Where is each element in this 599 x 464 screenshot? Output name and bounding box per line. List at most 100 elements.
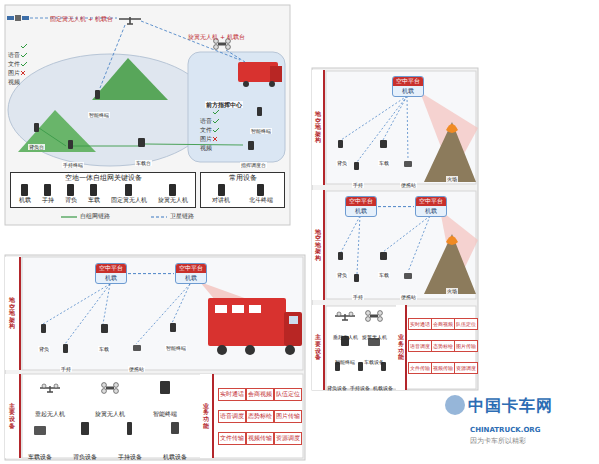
label-anchor: 旋翼无人机 — [95, 401, 125, 420]
label-anchor: 智能终端 — [88, 102, 110, 121]
network-scene-part — [188, 52, 285, 162]
panel-frame-part — [312, 68, 478, 390]
annotation-text: 手持设备 — [350, 385, 370, 391]
band-box: 主要设备 — [312, 305, 325, 390]
command-vehicle-scene-part — [40, 384, 60, 392]
label-anchor: 车载台 — [135, 150, 152, 169]
platform-device: 机载 — [393, 86, 423, 97]
command-vehicle-scene-part — [101, 324, 108, 333]
annotation-text: 车载台 — [135, 160, 152, 166]
annotation-text: 手持终端 — [62, 162, 84, 168]
equipment-item: 北斗终端 — [249, 184, 273, 203]
command-vehicle-scene-part — [232, 305, 244, 313]
annotation-text: 便携站 — [400, 182, 417, 188]
band-box: 业务功能 — [396, 305, 407, 390]
ground-air-scene-part — [338, 140, 343, 148]
annotation-text: 智能终端 — [165, 345, 187, 351]
function-label: 态势标绘 — [433, 343, 453, 349]
section-title: 地空地架构 — [315, 229, 321, 262]
platform-heading: 空中平台 — [96, 264, 126, 273]
ground-air-scene-part — [335, 312, 355, 320]
function-label: 会商视频 — [433, 321, 453, 327]
ground-air-scene-part — [380, 140, 387, 148]
annotation-text: 便携站 — [400, 294, 417, 300]
funcc-box: 实时通话 — [218, 388, 246, 401]
network-scene-part-part — [15, 15, 21, 21]
ground-air-scene-part — [358, 362, 363, 371]
network-scene-part — [7, 15, 29, 21]
funcc-box: 资源调度 — [274, 432, 302, 445]
annotation-text: 文件 — [200, 127, 212, 133]
annotation-text: 视频 — [8, 79, 20, 85]
panel-frame-part — [22, 374, 303, 458]
network-scene-part — [100, 25, 125, 88]
command-vehicle-scene-part — [289, 316, 298, 324]
funcb-box: 资源调度 — [454, 362, 478, 374]
funcb-box: 视频传输 — [431, 362, 455, 374]
equipment-row: 对讲机北斗终端 — [203, 184, 282, 203]
network-scene-part — [145, 144, 243, 145]
annotation-text: 背负 — [336, 160, 348, 166]
label-anchor: 火场 — [446, 278, 458, 297]
network-scene-part — [34, 123, 39, 132]
command-vehicle-scene-part — [200, 282, 250, 300]
annotation-text: 手持 — [352, 294, 364, 300]
network-scene-part — [270, 66, 282, 82]
legend-sample — [150, 214, 168, 220]
command-vehicle-scene-part — [34, 426, 46, 435]
label-anchor: 智能终端 — [250, 118, 272, 137]
function-label: 队伍定位 — [456, 321, 476, 327]
network-scene-part-part — [22, 16, 29, 20]
platform-heading: 空中平台 — [176, 264, 206, 273]
command-vehicle-scene-part — [284, 312, 302, 346]
ground-air-scene-part — [404, 161, 412, 167]
annotation-text: 图片 — [200, 136, 212, 142]
watermark-text: 因为卡车所以精彩 — [470, 437, 526, 445]
air-box: 空中平台机载 — [175, 263, 207, 284]
label-anchor: 便携站 — [400, 172, 417, 191]
label-anchor: 智能终端 — [165, 335, 187, 354]
panel-frame-part — [326, 71, 476, 184]
network-scene-part — [95, 90, 100, 99]
network-scene — [7, 15, 285, 166]
platform-heading: 空中平台 — [416, 197, 446, 206]
annotation-text: 智能终端 — [250, 128, 272, 134]
label-anchor: 火场 — [446, 166, 458, 185]
watermark-text: CHINATRUCK.ORG — [470, 426, 541, 434]
annotation-text: 指挥调度台 — [240, 162, 267, 168]
network-scene-part — [138, 138, 145, 147]
command-vehicle-scene-part — [245, 345, 255, 355]
equipment-heading: 常用设备 — [203, 175, 282, 183]
band-box: 主要设备 — [5, 374, 21, 458]
annotation-text: 智能终端 — [153, 410, 177, 417]
equipment-item: 机载 — [19, 184, 31, 203]
ground-air-scene-part — [404, 273, 412, 279]
funcc-box: 队伍定位 — [274, 388, 302, 401]
network-scene-part — [68, 140, 73, 149]
equipment-item: 旋翼无人机 — [158, 184, 188, 203]
panel-frame-part — [326, 191, 476, 299]
command-vehicle-scene-part — [160, 381, 170, 394]
funcb-box: 图片传输 — [454, 340, 478, 352]
label-anchor: 背负台 — [28, 134, 45, 153]
command-vehicle-scene-part — [63, 344, 68, 353]
label-anchor: 中国卡车网 — [468, 396, 553, 415]
label-anchor: CHINATRUCK.ORG — [470, 417, 541, 436]
command-vehicle-scene-part — [208, 298, 286, 346]
command-vehicle-scene-part — [81, 422, 89, 435]
command-vehicle-scene-part — [285, 345, 295, 355]
funcb-box: 队伍定位 — [454, 318, 478, 330]
function-label: 语音调度 — [220, 413, 244, 420]
function-label: 文件传输 — [410, 365, 430, 371]
funcc-box: 文件传输 — [218, 432, 246, 445]
label-anchor: 前方指挥中心 — [205, 92, 243, 111]
annotation-text: 文件 — [8, 61, 20, 67]
annotation-text: 背负设备 — [327, 385, 347, 391]
function-label: 图片传输 — [456, 343, 476, 349]
annotation-text: 车载 — [378, 160, 390, 166]
label-anchor: 车载 — [98, 336, 110, 355]
network-scene-part — [119, 17, 141, 24]
network-scene-part — [243, 81, 249, 87]
network-scene-part-part — [7, 16, 14, 20]
